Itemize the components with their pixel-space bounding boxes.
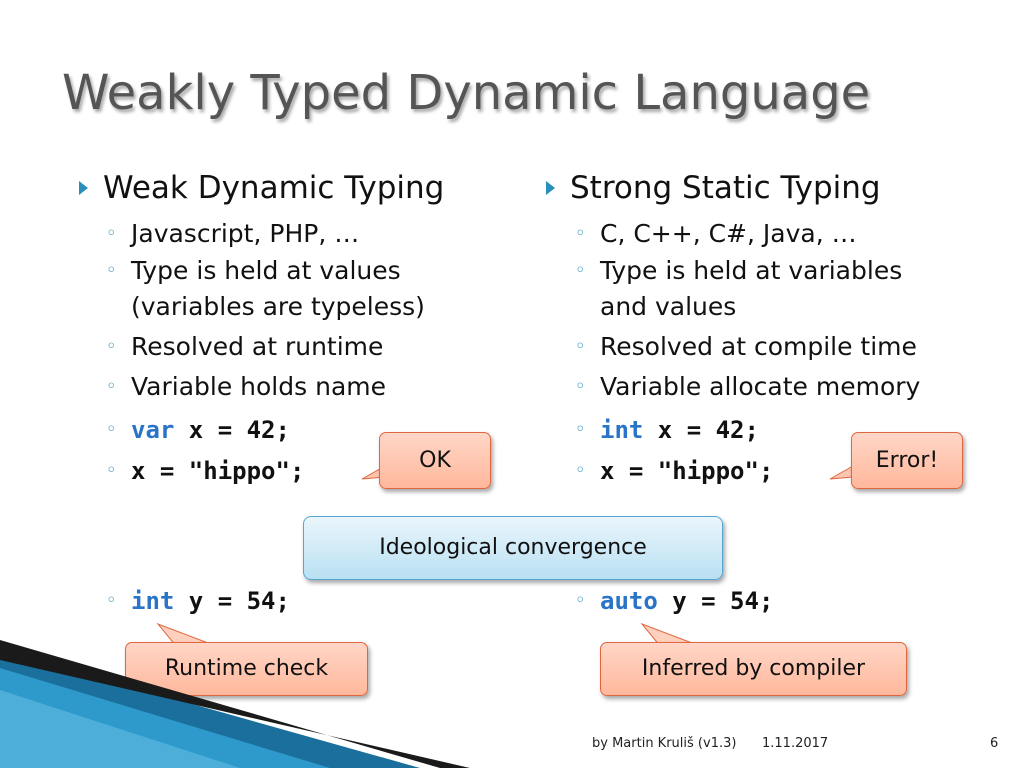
right-code-declare: int x = 42; [600,412,759,448]
left-code-declare: var x = 42; [131,412,290,448]
bullet-icon: ◦ [106,590,117,611]
bullet-icon: ◦ [106,336,117,357]
bullet-icon: ◦ [106,419,117,440]
ideological-convergence-banner: Ideological convergence [303,516,723,580]
bullet-icon: ◦ [575,260,586,281]
code-keyword: int [131,587,175,615]
footer-page-number: 6 [990,736,999,751]
bullet-icon: ◦ [575,376,586,397]
left-code-int: int y = 54; [131,583,290,619]
code-text: x = 42; [174,416,290,444]
right-item-resolved: Resolved at compile time [600,332,917,361]
inferred-callout: Inferred by compiler [600,642,907,696]
bullet-icon: ◦ [106,376,117,397]
left-item-type-held: Type is held at values [131,256,401,285]
bullet-icon: ◦ [575,419,586,440]
bullet-icon: ◦ [575,336,586,357]
left-item-type-held-cont: (variables are typeless) [131,292,425,321]
ok-callout: OK [379,432,491,489]
decorative-swoosh [0,640,470,768]
right-item-type-held: Type is held at variables [600,256,903,285]
slide-title: Weakly Typed Dynamic Language [62,65,871,121]
right-item-variable: Variable allocate memory [600,372,921,401]
bullet-icon: ◦ [575,223,586,244]
code-text: y = 54; [657,587,774,615]
code-text: x = 42; [643,416,759,444]
right-code-assign: x = "hippo"; [600,457,774,485]
left-item-resolved: Resolved at runtime [131,332,384,361]
right-heading-arrow-icon [546,181,555,195]
right-heading: Strong Static Typing [570,170,881,206]
right-item-languages: C, C++, C#, Java, … [600,219,857,248]
code-keyword: var [131,416,175,444]
left-code-assign: x = "hippo"; [131,457,305,485]
code-keyword: auto [600,587,658,615]
error-callout: Error! [851,432,963,489]
bullet-icon: ◦ [106,260,117,281]
left-heading: Weak Dynamic Typing [103,170,445,206]
bullet-icon: ◦ [575,460,586,481]
footer-author: by Martin Kruliš (v1.3) [592,736,737,751]
right-item-type-held-cont: and values [600,292,737,321]
code-keyword: int [600,416,644,444]
left-heading-arrow-icon [79,181,88,195]
left-item-variable: Variable holds name [131,372,386,401]
bullet-icon: ◦ [106,223,117,244]
right-code-auto: auto y = 54; [600,583,773,619]
left-item-languages: Javascript, PHP, … [131,219,360,248]
bullet-icon: ◦ [575,590,586,611]
runtime-check-callout: Runtime check [125,642,368,696]
code-text: y = 54; [174,587,290,615]
bullet-icon: ◦ [106,460,117,481]
footer-date: 1.11.2017 [762,736,829,751]
